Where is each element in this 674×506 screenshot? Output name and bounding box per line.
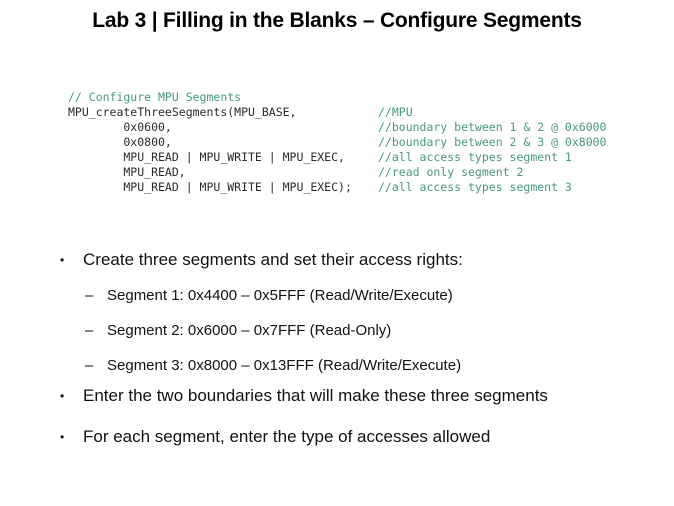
code-inline-comment: //all access types segment 1 — [378, 150, 572, 164]
sub-bullet-item: – Segment 1: 0x4400 – 0x5FFF (Read/Write… — [85, 287, 674, 304]
bullet-text: Create three segments and set their acce… — [83, 250, 463, 269]
dash-icon: – — [85, 287, 94, 304]
code-text: MPU_READ, — [68, 165, 186, 179]
code-inline-comment: //all access types segment 3 — [378, 180, 572, 194]
code-text: MPU_READ | MPU_WRITE | MPU_EXEC, — [68, 150, 345, 164]
sub-bullet-text: Segment 2: 0x6000 – 0x7FFF (Read-Only) — [107, 322, 392, 339]
code-text: MPU_createThreeSegments(MPU_BASE, — [68, 105, 297, 119]
code-text: 0x0800, — [68, 135, 172, 149]
code-line: 0x0600, //boundary between 1 & 2 @ 0x6000 — [68, 120, 606, 135]
dash-icon: – — [85, 357, 94, 374]
sub-bullet-item: – Segment 2: 0x6000 – 0x7FFF (Read-Only) — [85, 322, 674, 339]
slide-title: Lab 3 | Filling in the Blanks – Configur… — [92, 9, 582, 32]
code-inline-comment: //boundary between 1 & 2 @ 0x6000 — [378, 120, 607, 134]
code-text: 0x0600, — [68, 120, 172, 134]
bullet-text: Enter the two boundaries that will make … — [83, 386, 548, 405]
bullet-text: For each segment, enter the type of acce… — [83, 427, 491, 446]
sub-bullet-item: – Segment 3: 0x8000 – 0x13FFF (Read/Writ… — [85, 357, 674, 374]
bullet-item: • For each segment, enter the type of ac… — [60, 427, 652, 447]
code-block: // Configure MPU Segments MPU_createThre… — [68, 90, 606, 195]
bullet-item: • Enter the two boundaries that will mak… — [60, 386, 652, 406]
code-line: MPU_READ | MPU_WRITE | MPU_EXEC); //all a… — [68, 180, 606, 195]
bullet-item: • Create three segments and set their ac… — [60, 250, 652, 270]
code-inline-comment: //boundary between 2 & 3 @ 0x8000 — [378, 135, 607, 149]
code-line: MPU_READ | MPU_WRITE | MPU_EXEC, //all ac… — [68, 150, 606, 165]
bullet-dot-icon: • — [60, 430, 65, 444]
sub-bullet-text: Segment 3: 0x8000 – 0x13FFF (Read/Write/… — [107, 357, 462, 374]
dash-icon: – — [85, 322, 94, 339]
code-line: // Configure MPU Segments — [68, 90, 606, 105]
code-line: 0x0800, //boundary between 2 & 3 @ 0x8000 — [68, 135, 606, 150]
code-line: MPU_createThreeSegments(MPU_BASE, //MPU — [68, 105, 606, 120]
bullet-dot-icon: • — [60, 253, 65, 267]
code-inline-comment: //read only segment 2 — [378, 165, 524, 179]
code-inline-comment: //MPU — [378, 105, 413, 119]
bullet-dot-icon: • — [60, 389, 65, 403]
code-line: MPU_READ, //read only segment 2 — [68, 165, 606, 180]
sub-bullet-text: Segment 1: 0x4400 – 0x5FFF (Read/Write/E… — [107, 287, 453, 304]
code-header-comment: // Configure MPU Segments — [68, 90, 242, 104]
code-text: MPU_READ | MPU_WRITE | MPU_EXEC); — [68, 180, 352, 194]
